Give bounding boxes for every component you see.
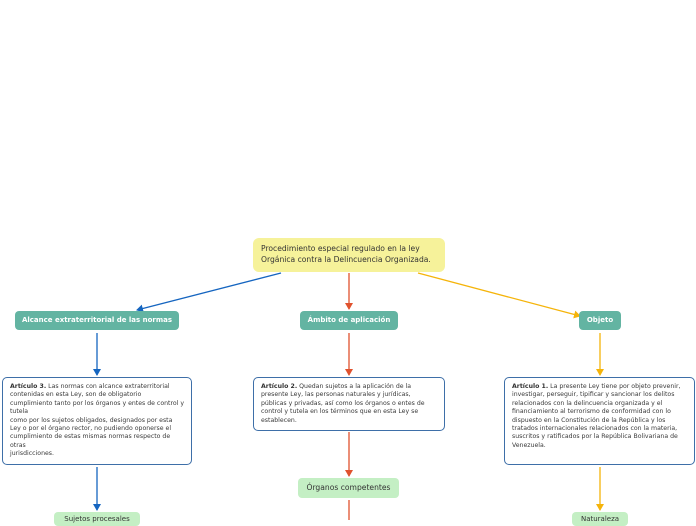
topic-organos-competentes[interactable]: Órganos competentes	[298, 478, 399, 498]
card-articulo-3-title: Artículo 3.	[10, 383, 47, 390]
topic-ambito-aplicacion[interactable]: Ámbito de aplicación	[300, 311, 398, 330]
topic-naturaleza[interactable]: Naturaleza	[572, 512, 628, 526]
topic-objeto[interactable]: Objeto	[579, 311, 621, 330]
topic-naturaleza-label: Naturaleza	[580, 515, 620, 523]
card-articulo-2-text: Quedan sujetos a la aplicación de la pre…	[261, 383, 425, 424]
topic-alcance-extraterritorial[interactable]: Alcance extraterritorial de las normas	[15, 311, 179, 330]
card-articulo-3[interactable]: Artículo 3. Las normas con alcance extra…	[2, 377, 192, 465]
card-articulo-2[interactable]: Artículo 2. Quedan sujetos a la aplicaci…	[253, 377, 445, 431]
connector-root-left	[136, 272, 282, 313]
topic-alcance-extraterritorial-label: Alcance extraterritorial de las normas	[21, 316, 173, 324]
topic-objeto-label: Objeto	[586, 316, 614, 324]
topic-ambito-aplicacion-label: Ámbito de aplicación	[307, 316, 391, 324]
card-articulo-3-text: Las normas con alcance extraterritorial …	[10, 383, 185, 458]
card-articulo-1-title: Artículo 1.	[512, 383, 549, 390]
card-articulo-1-text: La presente Ley tiene por objeto preveni…	[512, 383, 681, 449]
card-articulo-2-title: Artículo 2.	[261, 383, 298, 390]
root-topic[interactable]: Procedimiento especial regulado en la le…	[253, 238, 445, 272]
card-articulo-1[interactable]: Artículo 1. La presente Ley tiene por ob…	[504, 377, 695, 465]
topic-organos-competentes-label: Órganos competentes	[306, 483, 391, 492]
connector-root-right	[417, 272, 581, 319]
topic-sujetos-procesales-label: Sujetos procesales	[64, 515, 130, 523]
root-topic-text: Procedimiento especial regulado en la le…	[261, 244, 431, 264]
topic-sujetos-procesales[interactable]: Sujetos procesales	[54, 512, 140, 526]
